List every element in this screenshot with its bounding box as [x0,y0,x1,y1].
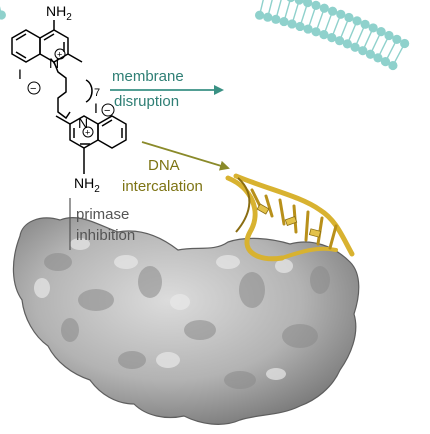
lipid-head [287,19,297,29]
plus-sign-bottom: + [85,128,90,138]
lipid-head [327,33,337,43]
minus-charge-icon-top [27,81,41,95]
lipid-head [368,23,378,33]
lipid-head [303,24,313,34]
lipid-head [358,46,368,56]
lipid-head [263,12,273,22]
membrane-label: membrane [112,68,184,85]
nh2-label-bottom: NH2 [74,175,100,195]
lipid-head [303,0,313,8]
lipid-head [336,9,346,19]
lipid-head [319,3,329,13]
lipid-head [365,49,375,59]
inhibition-label: inhibition [76,227,135,244]
intercalation-label: intercalation [122,178,203,195]
lipid-head [0,10,6,20]
lipid-head [254,10,265,20]
minus-sign-bottom: − [104,105,110,117]
lipid-head [279,16,289,27]
lipid-head [286,0,295,3]
lipid-head [319,30,329,40]
lipid-head [380,57,391,67]
lipid-head [311,0,321,10]
lipid-head [344,12,354,23]
lipid-head [271,14,281,24]
disruption-label: disruption [114,93,179,110]
lipid-head [350,42,360,52]
lipid-head [360,19,370,29]
lipid-head [392,34,402,45]
protein-surface-icon [12,216,360,425]
iodide-label-bottom: I [94,100,98,116]
lipid-bilayer-icon [0,0,410,71]
plus-charge-icon-bottom [82,126,94,138]
lipid-head [373,53,383,63]
lipid-head [294,0,304,5]
lipid-head [311,27,321,37]
nh2-label-top: NH2 [46,3,72,23]
minus-sign-top: − [30,83,36,95]
minus-charge-icon-bottom [101,103,115,117]
lipid-head [352,16,362,26]
lipid-head [400,38,410,49]
lipid-head [342,39,352,49]
chain-count-label: 7 [94,87,100,99]
lipid-head [327,6,338,16]
nitrogen-label-bottom: N [78,115,88,131]
lipid-head [376,27,386,37]
lipid-head [334,36,345,46]
dna-label: DNA [148,157,180,174]
primase-label: primase [76,206,129,223]
plus-sign-top: + [57,50,62,60]
plus-charge-icon-top [54,48,66,60]
dna-helix-icon [225,173,355,262]
dna-intercalation-arrow [141,141,230,171]
iodide-label-top: I [18,66,22,82]
lipid-head [388,60,398,71]
nitrogen-label-top: N [49,55,59,71]
lipid-head [384,30,394,41]
bisquinolinium-molecule-icon [11,20,127,174]
lipid-head [295,21,305,32]
